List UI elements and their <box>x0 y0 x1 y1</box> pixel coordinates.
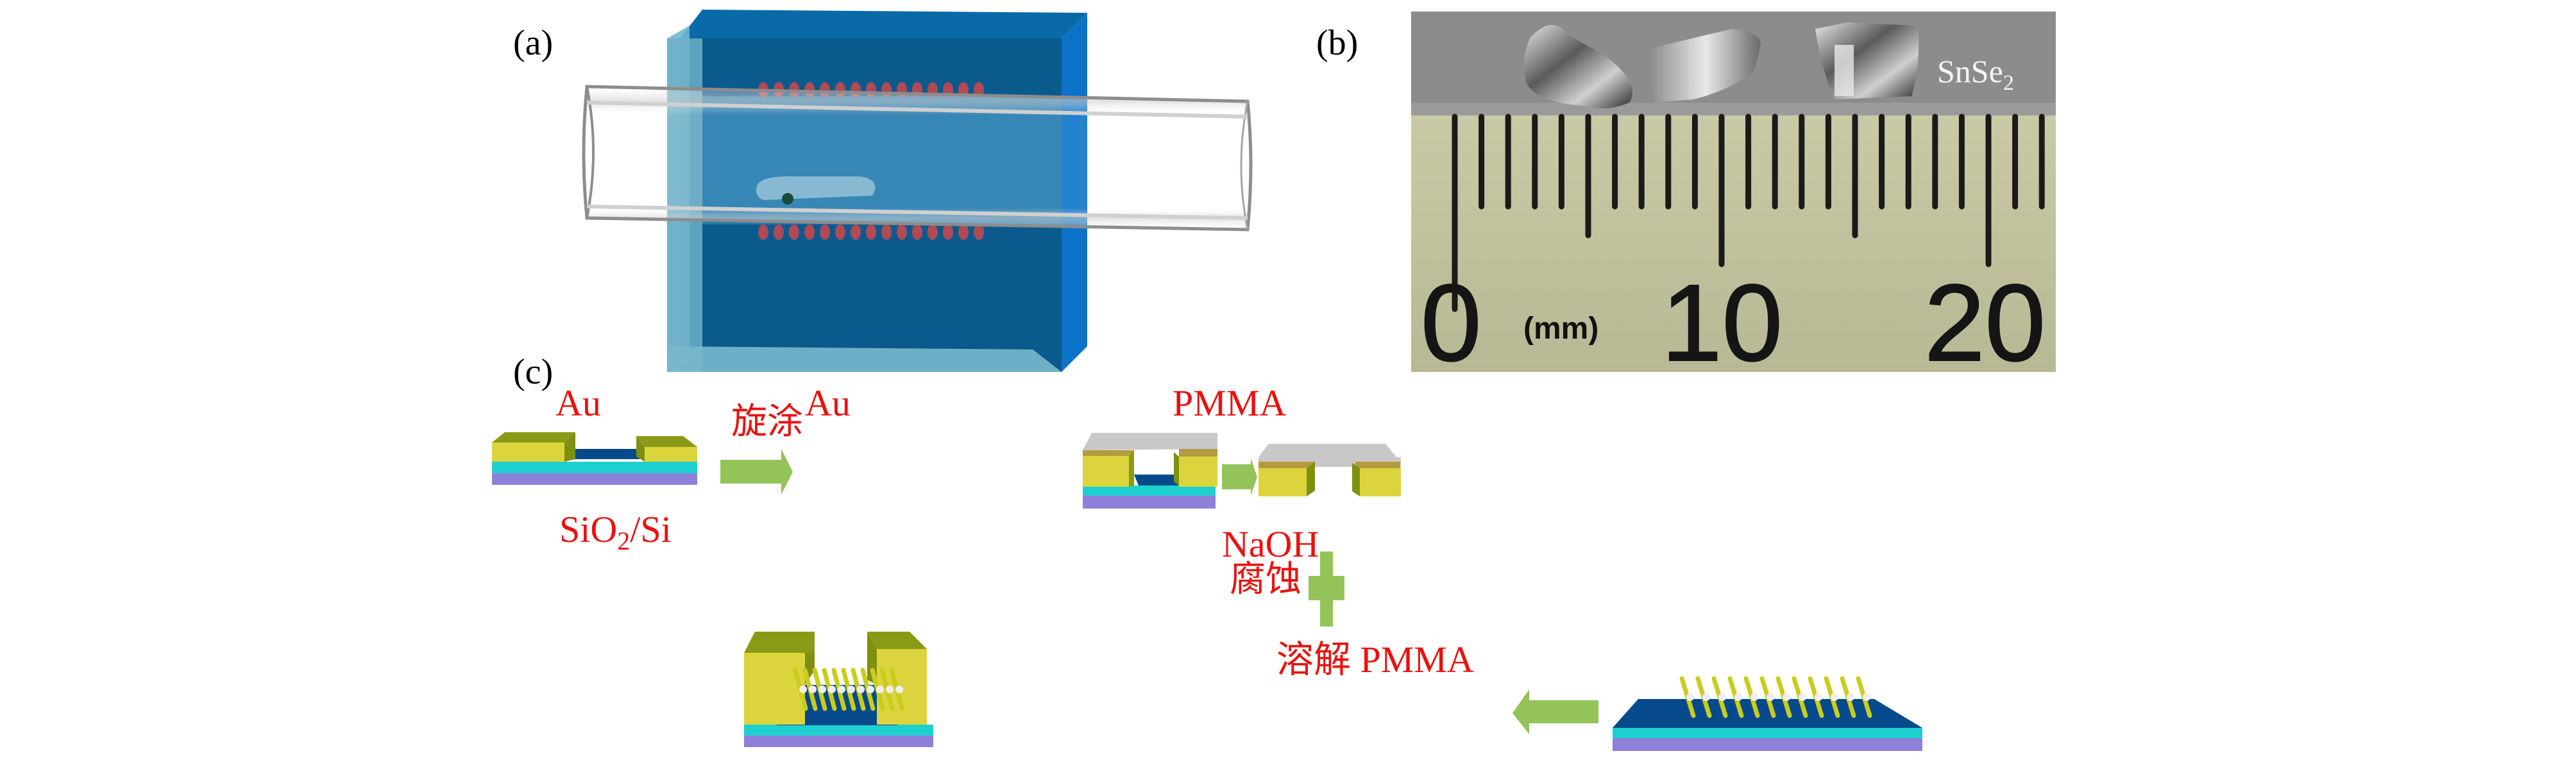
nanosheet-atom <box>1815 693 1822 701</box>
nanosheet-atom <box>867 686 874 693</box>
nanosheet-atom <box>1750 693 1758 701</box>
device-final <box>744 632 933 747</box>
panel-b: (b) SnSe2 0 10 20 (mm) <box>1316 12 2056 385</box>
label-substrate: SiO2/Si <box>559 509 672 555</box>
si-layer <box>492 473 697 485</box>
crystal-3 <box>1815 22 1919 99</box>
nanosheet-atom <box>886 686 894 693</box>
snse2-nanosheet <box>1679 676 1872 718</box>
au-electrode-left <box>492 442 564 462</box>
nanosheet-atom <box>1831 693 1838 701</box>
label-dissolve-pmma: 溶解 PMMA <box>1276 639 1474 680</box>
arrow-dissolve <box>1513 689 1598 734</box>
sample-label: SnSe2 <box>1937 53 2014 95</box>
nanosheet-atom <box>818 686 826 693</box>
nanosheet-atom <box>838 686 845 693</box>
device-pmma-coated <box>1083 433 1217 509</box>
photo-ruler: SnSe2 0 10 20 (mm) <box>1411 12 2056 385</box>
nanosheet-atom <box>1863 693 1870 701</box>
device-initial <box>492 432 697 485</box>
plus-icon <box>1309 552 1344 627</box>
au-electrode-right <box>645 447 697 462</box>
arrow-etch <box>1222 458 1257 496</box>
quartz-tube <box>582 85 1253 232</box>
channel <box>564 449 645 459</box>
nanosheet-atom <box>1734 693 1742 701</box>
nanosheet-atom <box>876 686 884 693</box>
crystal-1 <box>1524 24 1632 108</box>
coil-bottom <box>758 224 984 240</box>
nanosheet-atom <box>857 686 865 693</box>
snse2-crystals <box>1524 22 1919 108</box>
label-etching: 腐蚀 <box>1230 559 1301 600</box>
label-naoh: NaOH <box>1222 523 1319 565</box>
nanosheet-atom <box>1702 693 1710 701</box>
nanosheet-atom <box>1718 693 1726 701</box>
nanosheet-atom <box>1783 693 1790 701</box>
snse2-nanosheet-final <box>793 668 904 711</box>
panel-a: (a) <box>513 10 1253 372</box>
crystal-2 <box>1650 29 1761 103</box>
nanosheet-atom <box>1799 693 1806 701</box>
label-au-right: Au <box>805 382 851 424</box>
ruler-number-20: 20 <box>1924 262 2046 384</box>
label-spin-coating: 旋涂 <box>731 401 803 442</box>
nanosheet-atom <box>809 686 817 693</box>
label-pmma: PMMA <box>1173 382 1286 424</box>
ruler-number-10: 10 <box>1661 262 1783 384</box>
sio2-layer <box>492 462 697 473</box>
nanosheet-atom <box>847 686 855 693</box>
nanosheet-atom <box>1767 693 1774 701</box>
nanosheet-atom <box>1686 693 1694 701</box>
arrow-spin-coat <box>720 449 793 494</box>
ruler-body <box>1411 115 2056 372</box>
panel-c: (c) Au Au SiO2/Si 旋涂 <box>492 352 1922 751</box>
pmma-layer <box>1083 433 1217 450</box>
device-lifted <box>1258 444 1401 496</box>
panel-c-label: (c) <box>513 352 553 392</box>
panel-a-label: (a) <box>513 23 553 63</box>
nanosheet-atom <box>895 686 903 693</box>
nanosheet-atom <box>1847 693 1854 701</box>
ruler-unit: (mm) <box>1523 312 1598 346</box>
ruler-ticks <box>1452 114 2045 312</box>
au-lifted-right <box>1360 468 1401 496</box>
nanosheet-atom <box>799 686 807 693</box>
device-nanosheet-substrate <box>1613 676 1922 751</box>
au-lifted-left <box>1258 468 1307 496</box>
ruler-number-0: 0 <box>1421 262 1482 384</box>
panel-b-label: (b) <box>1316 23 1358 63</box>
label-au-left: Au <box>555 382 601 424</box>
nanosheet-atom <box>828 686 836 693</box>
source-dot <box>782 193 793 205</box>
